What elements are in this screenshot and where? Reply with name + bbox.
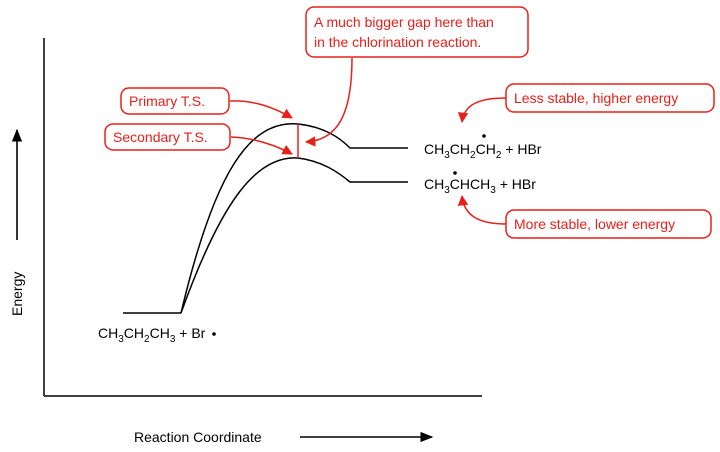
gap-callout-box [305,6,529,58]
secondary-ts-arrow [230,136,293,155]
primary-ts-arrow [229,100,293,119]
primary-ts-callout-box [120,87,230,115]
secondary-ts-callout-box [104,123,231,151]
less-stable-arrow [457,97,507,124]
gap-callout-arrow [304,57,353,147]
secondary-curve [180,157,408,314]
reactant-label: CH3CH2CH3 + Br [98,325,206,345]
primary-product-label: CH3CH2CH2 + HBr [424,141,542,161]
secondary-product-label: CH3CHCH3 + HBr [424,176,536,196]
more-stable-arrow [457,194,507,225]
primary-radical-dot [482,134,486,138]
gap-callout-line2: in the chlorination reaction. [314,34,481,50]
primary-ts-callout-text: Primary T.S. [129,93,205,109]
less-stable-callout-text: Less stable, higher energy [514,90,678,106]
y-axis-label: Energy [9,272,25,316]
x-axis-label: Reaction Coordinate [134,429,262,445]
gap-callout-line1: A much bigger gap here than [314,14,494,30]
secondary-ts-callout-text: Secondary T.S. [113,129,208,145]
more-stable-callout-text: More stable, lower energy [514,216,675,232]
bromine-radical-dot [212,332,216,336]
secondary-radical-dot [453,171,457,175]
primary-curve [180,123,408,314]
